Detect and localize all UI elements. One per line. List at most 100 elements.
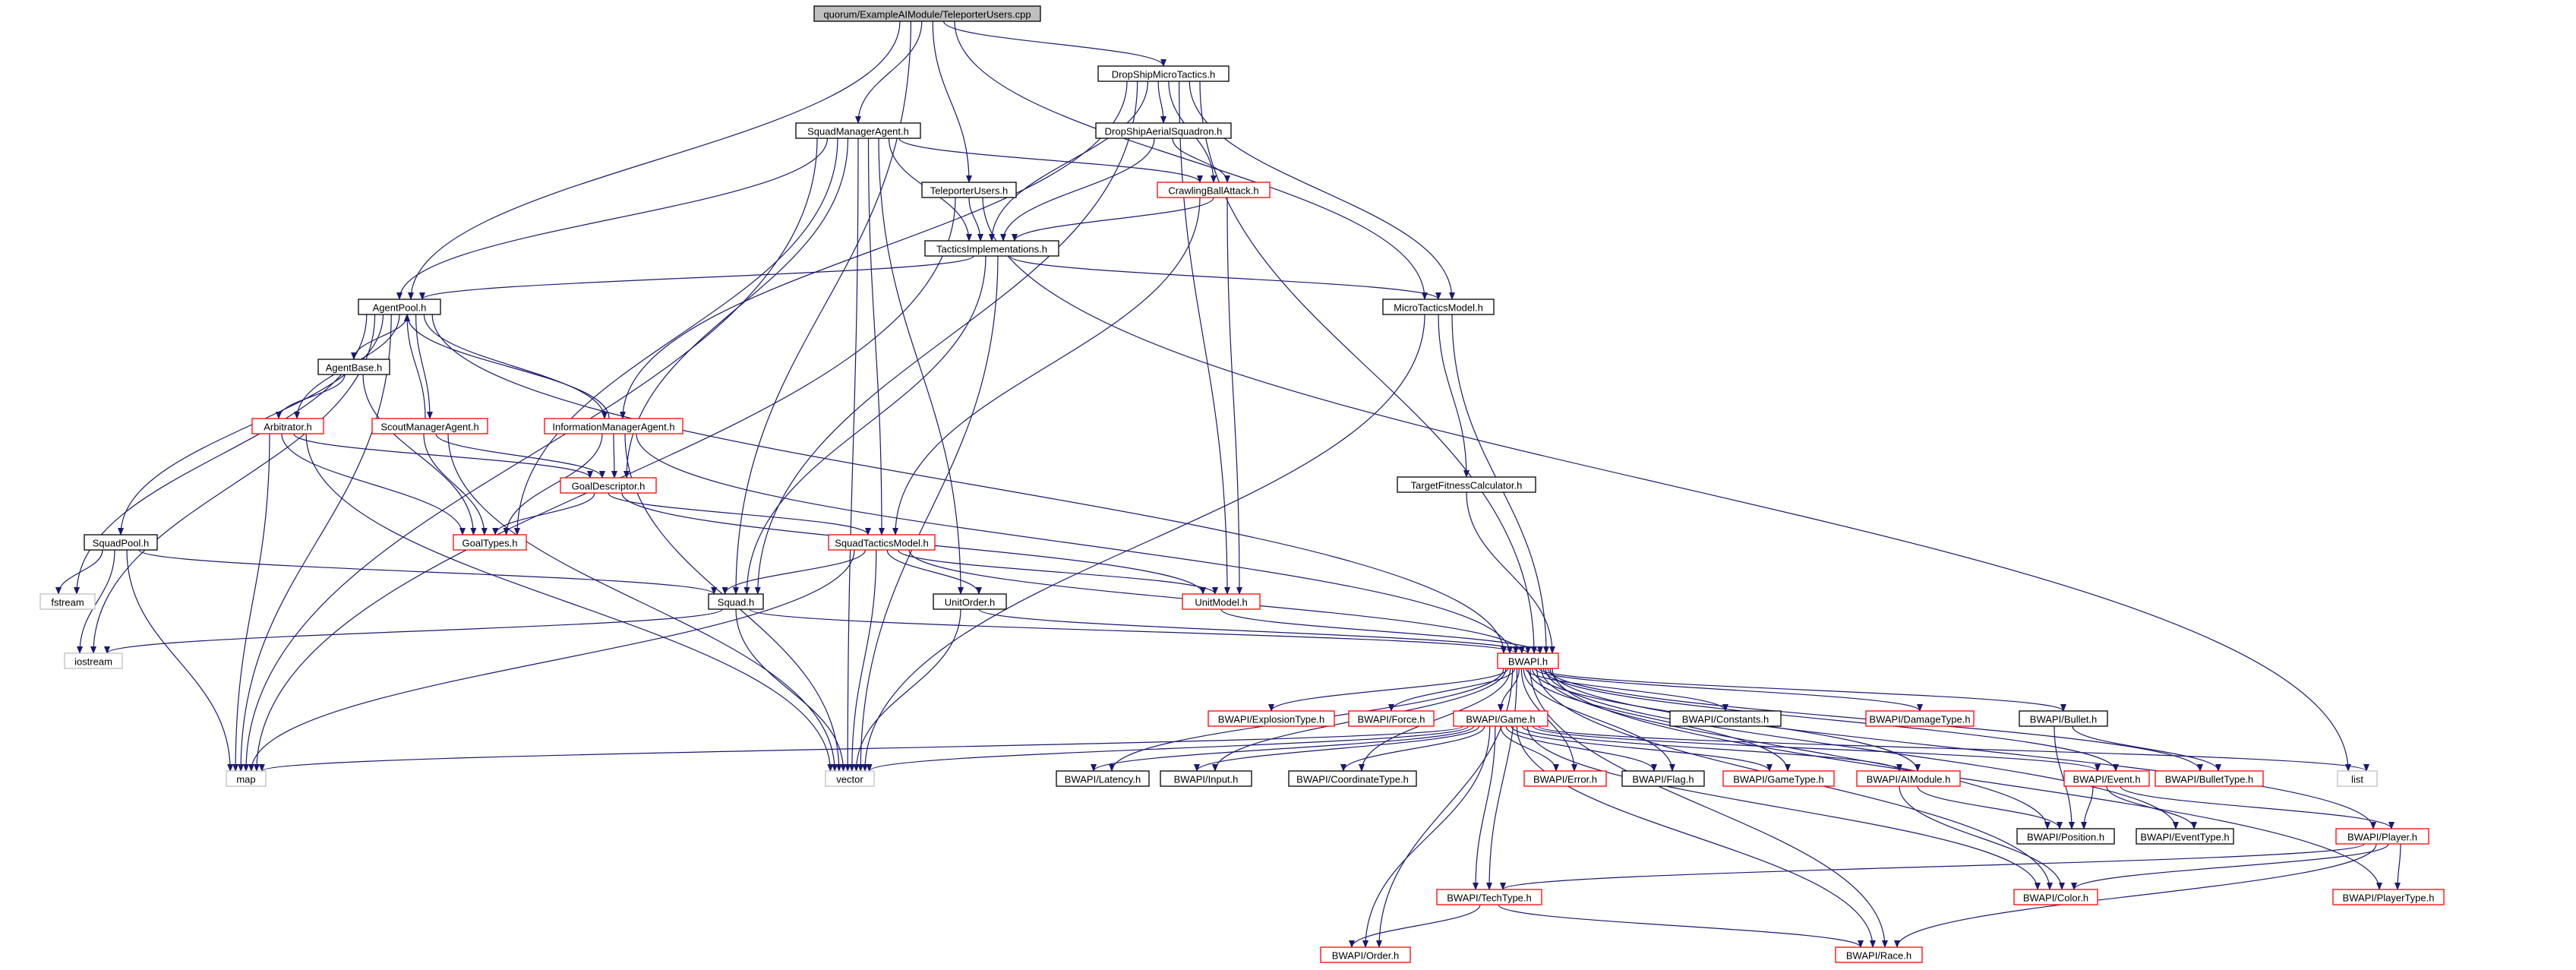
- edges-layer: [55, 21, 2401, 948]
- node-aimodule[interactable]: BWAPI/AIModule.h: [1856, 770, 1961, 787]
- edge-aimodule-to-position: [1917, 785, 2063, 829]
- node-game[interactable]: BWAPI/Game.h: [1453, 710, 1548, 727]
- node-goaltypes[interactable]: GoalTypes.h: [453, 534, 527, 551]
- edge-root-to-squad: [733, 21, 911, 595]
- node-race[interactable]: BWAPI/Race.h: [1835, 946, 1923, 963]
- node-playertype-box: [2332, 889, 2445, 905]
- node-iostream: iostream: [64, 652, 123, 669]
- node-squadmgr[interactable]: SquadManagerAgent.h: [795, 122, 921, 139]
- node-eventtype[interactable]: BWAPI/EventType.h: [2136, 828, 2234, 845]
- node-order[interactable]: BWAPI/Order.h: [1320, 946, 1411, 963]
- edge-player-to-techtype: [1500, 843, 2365, 890]
- node-color[interactable]: BWAPI/Color.h: [2013, 889, 2098, 905]
- node-explosion-box: [1208, 710, 1335, 727]
- edge-scoutmgr-to-goaldesc: [435, 433, 605, 479]
- node-squad-label: Squad.h: [718, 597, 754, 608]
- node-force[interactable]: BWAPI/Force.h: [1348, 710, 1435, 727]
- node-microtactics-box: [1382, 299, 1495, 315]
- edge-squadpool-to-map: [126, 549, 234, 772]
- node-event[interactable]: BWAPI/Event.h: [2063, 770, 2150, 787]
- edge-bwapi-to-game: [1498, 668, 1520, 712]
- node-root-box: [813, 5, 1041, 22]
- node-bullettype[interactable]: BWAPI/BulletType.h: [2155, 770, 2264, 787]
- node-coordtype[interactable]: BWAPI/CoordinateType.h: [1288, 770, 1417, 787]
- edge-unitorder-to-vector: [853, 608, 961, 772]
- node-bullet-box: [2019, 710, 2108, 727]
- node-bullet-label: BWAPI/Bullet.h: [2030, 714, 2097, 725]
- node-color-box: [2013, 889, 2098, 905]
- edge-agentpool-to-bwapi: [431, 314, 1507, 654]
- node-map: map: [226, 770, 267, 787]
- node-microtactics-label: MicroTacticsModel.h: [1394, 302, 1483, 314]
- node-infomgr-box: [544, 418, 683, 434]
- node-constants-label: BWAPI/Constants.h: [1682, 714, 1769, 725]
- node-dropship-label: DropShipMicroTactics.h: [1112, 69, 1216, 81]
- edge-player-to-color: [2071, 843, 2389, 890]
- node-coordtype-label: BWAPI/CoordinateType.h: [1296, 774, 1409, 785]
- node-flag-box: [1621, 770, 1705, 787]
- edge-scoutmgr-to-agentpool: [404, 314, 426, 419]
- edge-bwapi-to-bullet: [1538, 668, 2066, 712]
- node-microtactics[interactable]: MicroTacticsModel.h: [1382, 299, 1495, 315]
- node-bwapi[interactable]: BWAPI.h: [1497, 652, 1559, 669]
- node-techtype[interactable]: BWAPI/TechType.h: [1436, 889, 1542, 905]
- node-error[interactable]: BWAPI/Error.h: [1523, 770, 1607, 787]
- node-game-box: [1453, 710, 1548, 727]
- edge-dropship-to-bwapi: [1199, 81, 1537, 654]
- node-flag[interactable]: BWAPI/Flag.h: [1621, 770, 1705, 787]
- node-squadpool[interactable]: SquadPool.h: [84, 534, 158, 551]
- node-tactics[interactable]: TacticsImplementations.h: [924, 240, 1059, 257]
- node-squadtactics[interactable]: SquadTacticsModel.h: [828, 534, 936, 551]
- node-latency-box: [1056, 770, 1150, 787]
- node-damagetype[interactable]: BWAPI/DamageType.h: [1865, 710, 1975, 727]
- node-teleporter-box: [921, 182, 1017, 198]
- node-scoutmgr[interactable]: ScoutManagerAgent.h: [371, 418, 488, 434]
- edge-game-to-aimodule: [1521, 725, 1902, 772]
- node-goaldesc[interactable]: GoalDescriptor.h: [560, 477, 657, 494]
- node-playertype-label: BWAPI/PlayerType.h: [2343, 893, 2435, 904]
- edge-game-to-race: [1516, 725, 1876, 948]
- node-iostream-box: [64, 652, 123, 669]
- node-bullet[interactable]: BWAPI/Bullet.h: [2019, 710, 2108, 727]
- node-agentbase[interactable]: AgentBase.h: [317, 359, 390, 375]
- node-player-label: BWAPI/Player.h: [2347, 832, 2417, 843]
- node-crawling[interactable]: CrawlingBallAttack.h: [1157, 182, 1271, 198]
- edge-agentpool-to-infomgr: [423, 314, 608, 419]
- edge-squadmgr-to-crawling: [898, 137, 1203, 183]
- node-explosion[interactable]: BWAPI/ExplosionType.h: [1208, 710, 1335, 727]
- edge-squadtactics-to-map: [248, 549, 855, 772]
- node-arbitrator[interactable]: Arbitrator.h: [251, 418, 324, 434]
- node-squad[interactable]: Squad.h: [708, 593, 764, 610]
- edge-agentbase-to-arbitrator: [276, 374, 346, 419]
- node-targetfit-label: TargetFitnessCalculator.h: [1411, 480, 1523, 491]
- edge-targetfit-to-bwapi: [1466, 491, 1555, 654]
- node-unitmodel[interactable]: UnitModel.h: [1182, 593, 1261, 610]
- node-input[interactable]: BWAPI/Input.h: [1160, 770, 1252, 787]
- edge-game-to-techtype: [1473, 725, 1496, 890]
- edge-bwapi-to-gametype: [1527, 668, 1791, 772]
- node-player[interactable]: BWAPI/Player.h: [2335, 828, 2429, 845]
- node-position[interactable]: BWAPI/Position.h: [2016, 828, 2115, 845]
- node-aerial[interactable]: DropShipAerialSquadron.h: [1095, 122, 1232, 139]
- node-infomgr[interactable]: InformationManagerAgent.h: [544, 418, 683, 434]
- edge-scoutmgr-to-goaltypes: [423, 433, 488, 536]
- node-dropship[interactable]: DropShipMicroTactics.h: [1097, 65, 1230, 82]
- node-crawling-box: [1157, 182, 1271, 198]
- edge-arbitrator-to-goaltypes: [281, 433, 466, 536]
- node-latency[interactable]: BWAPI/Latency.h: [1056, 770, 1150, 787]
- node-agentpool[interactable]: AgentPool.h: [358, 299, 441, 315]
- node-constants[interactable]: BWAPI/Constants.h: [1669, 710, 1782, 727]
- node-squadtactics-box: [828, 534, 936, 551]
- node-teleporter[interactable]: TeleporterUsers.h: [921, 182, 1017, 198]
- node-unitmodel-box: [1182, 593, 1261, 610]
- node-list: list: [2337, 770, 2378, 787]
- node-tactics-label: TacticsImplementations.h: [936, 244, 1047, 255]
- node-unitorder[interactable]: UnitOrder.h: [933, 593, 1007, 610]
- edge-game-to-coordtype: [1340, 725, 1485, 772]
- node-root[interactable]: quorum/ExampleAIModule/TeleporterUsers.c…: [813, 5, 1041, 22]
- node-playertype[interactable]: BWAPI/PlayerType.h: [2332, 889, 2445, 905]
- node-targetfit[interactable]: TargetFitnessCalculator.h: [1397, 476, 1536, 493]
- node-gametype[interactable]: BWAPI/GameType.h: [1722, 770, 1835, 787]
- node-squadpool-label: SquadPool.h: [93, 538, 149, 549]
- node-tactics-box: [924, 240, 1059, 257]
